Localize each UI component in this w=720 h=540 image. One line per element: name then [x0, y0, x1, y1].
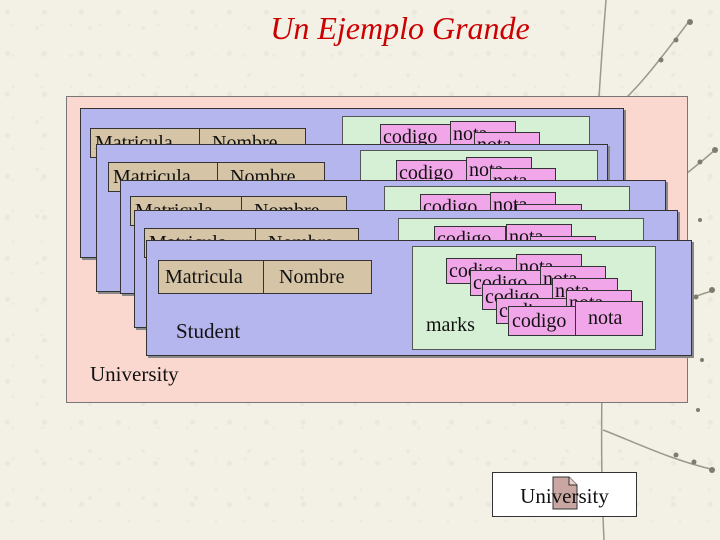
university-label: University: [90, 362, 179, 386]
document-icon: [552, 476, 578, 510]
student-label: Student: [176, 319, 241, 343]
codigo-box: codigo: [508, 306, 576, 336]
nombre-field: Nombre: [263, 260, 372, 294]
university-file-label: University: [520, 484, 609, 508]
marks-label: marks: [426, 314, 475, 336]
slide-title: Un Ejemplo Grande: [270, 10, 530, 46]
nota-box: nota: [575, 301, 643, 336]
matricula-field: Matricula: [158, 260, 264, 294]
